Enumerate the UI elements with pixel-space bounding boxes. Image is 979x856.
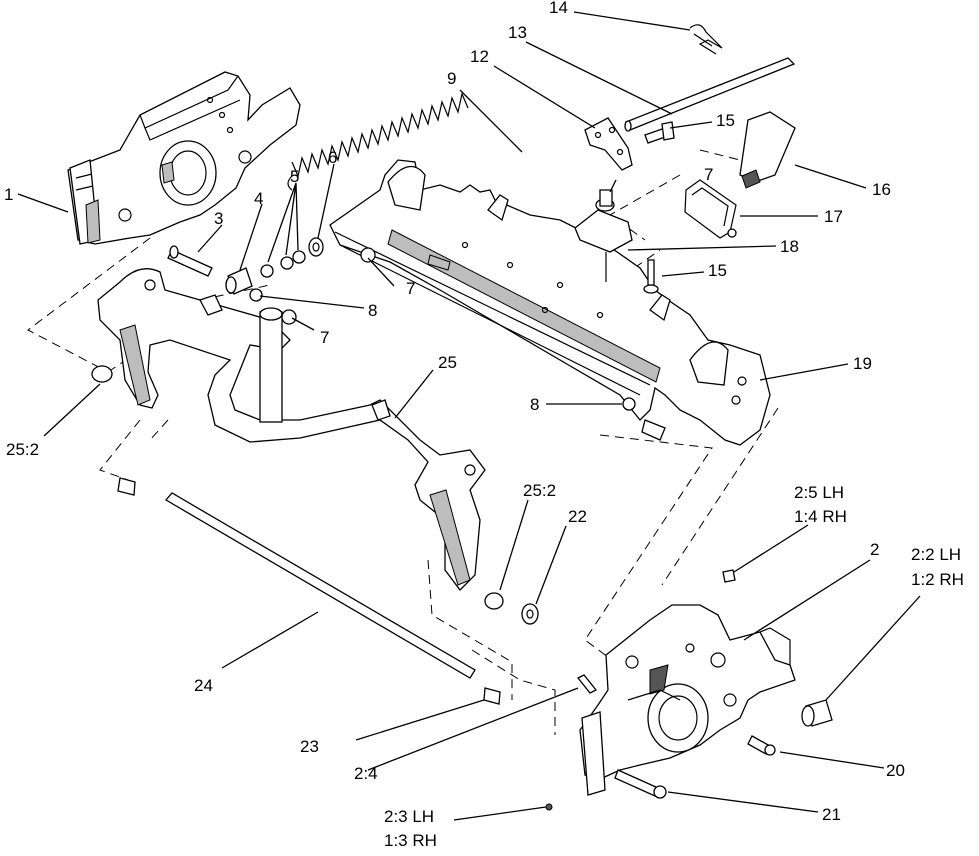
part-15-bolt-lower (643, 259, 659, 294)
callout-8-nut-frame: 8 (530, 395, 539, 414)
callout-18: 18 (780, 237, 799, 256)
part-3-bolt (167, 245, 213, 277)
part-18-hinge (574, 189, 633, 282)
part-19-frame (329, 159, 771, 446)
part-17-clip-bracket (684, 179, 737, 239)
callout-1-3-rh: 1:3 RH (384, 831, 437, 850)
callout-22: 22 (568, 507, 587, 526)
callout-20: 20 (886, 761, 905, 780)
part-9-spring (287, 92, 469, 191)
callout-9: 9 (447, 69, 456, 88)
part-2-5-fitting (722, 569, 736, 583)
part-21-bolt (614, 769, 667, 799)
callout-15-lower: 15 (708, 261, 727, 280)
callout-2-5-lh: 2:5 LH (794, 483, 844, 502)
callout-2-4: 2:4 (354, 764, 378, 783)
callout-3: 3 (214, 209, 223, 228)
callout-4: 4 (254, 189, 263, 208)
callout-13: 13 (508, 23, 527, 42)
part-25-2-bushing-right (484, 592, 504, 610)
part-2-4-pin (576, 674, 598, 694)
callout-17: 17 (824, 207, 843, 226)
part-8-nuts (249, 288, 636, 411)
part-22-washer (521, 603, 539, 625)
callout-19: 19 (853, 354, 872, 373)
part-2-2-bushing (801, 699, 833, 727)
callout-21: 21 (822, 805, 841, 824)
callout-24: 24 (194, 676, 213, 695)
callout-5: 5 (290, 167, 299, 186)
callout-labels: 1 3 4 5 6 7 7 7 8 8 9 12 13 14 15 15 16 … (4, 0, 964, 850)
part-25-lift-arm (91, 268, 486, 591)
part-1-side-plate-left (67, 71, 301, 245)
part-12-bracket (584, 117, 633, 171)
part-6-washer (308, 237, 324, 257)
callout-15-upper: 15 (716, 111, 735, 130)
callout-2-2-lh: 2:2 LH (911, 545, 961, 564)
callout-25-2-right: 25:2 (523, 481, 556, 500)
part-15-bolt-upper (644, 121, 675, 144)
part-20-bolt (747, 735, 776, 756)
callout-1-4-rh: 1:4 RH (794, 507, 847, 526)
part-24-rod (117, 477, 501, 705)
callout-23: 23 (300, 737, 319, 756)
callout-2-3-lh: 2:3 LH (384, 807, 434, 826)
callout-12: 12 (470, 47, 489, 66)
callout-7-nut-frame: 7 (406, 279, 415, 298)
part-16-handle (739, 111, 796, 189)
callout-1: 1 (4, 185, 13, 204)
part-7-nuts (281, 247, 376, 325)
callout-6: 6 (328, 148, 337, 167)
callout-8-nut-arm: 8 (368, 301, 377, 320)
callout-7-nut-arm: 7 (320, 328, 329, 347)
part-5-washers (260, 250, 306, 278)
part-2-side-plate-right (579, 604, 796, 796)
part-14-hairpin (689, 24, 723, 55)
part-4-spacer (225, 267, 253, 295)
callout-7-nut-hinge: 7 (704, 165, 713, 184)
leader-lines (17, 11, 921, 821)
callout-1-2-rh: 1:2 RH (911, 570, 964, 589)
part-2-3-nut (545, 803, 553, 811)
callout-14: 14 (549, 0, 568, 17)
callout-25-2-left: 25:2 (6, 440, 39, 459)
callout-25: 25 (438, 353, 457, 372)
callout-16: 16 (872, 180, 891, 199)
callout-2: 2 (870, 540, 879, 559)
